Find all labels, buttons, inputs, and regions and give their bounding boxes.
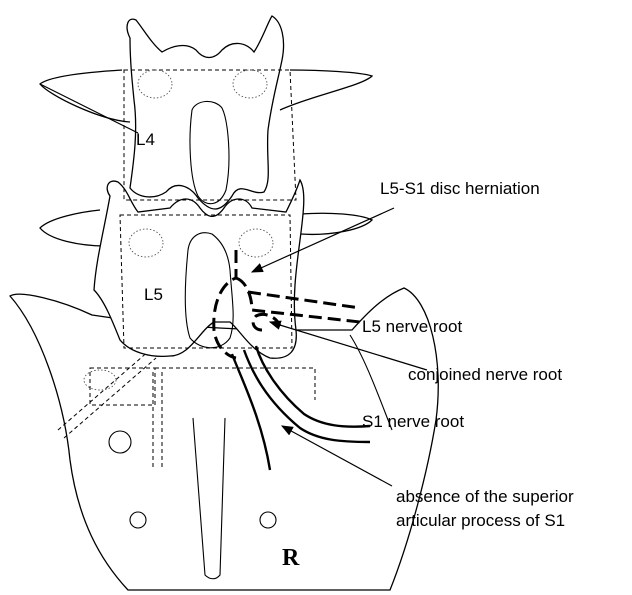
label-absence-line1: absence of the superior xyxy=(396,487,574,506)
l4-vertebra xyxy=(40,16,372,209)
label-conjoined-nerve-root: conjoined nerve root xyxy=(408,365,562,384)
label-s1-nerve-root: S1 nerve root xyxy=(362,412,464,431)
label-disc-herniation: L5-S1 disc herniation xyxy=(380,179,540,198)
label-l4: L4 xyxy=(136,130,155,149)
side-marker: R xyxy=(282,545,300,571)
label-l5-nerve-root: L5 nerve root xyxy=(362,317,462,336)
label-l5: L5 xyxy=(144,285,163,304)
label-absence-line2: articular process of S1 xyxy=(396,511,565,530)
